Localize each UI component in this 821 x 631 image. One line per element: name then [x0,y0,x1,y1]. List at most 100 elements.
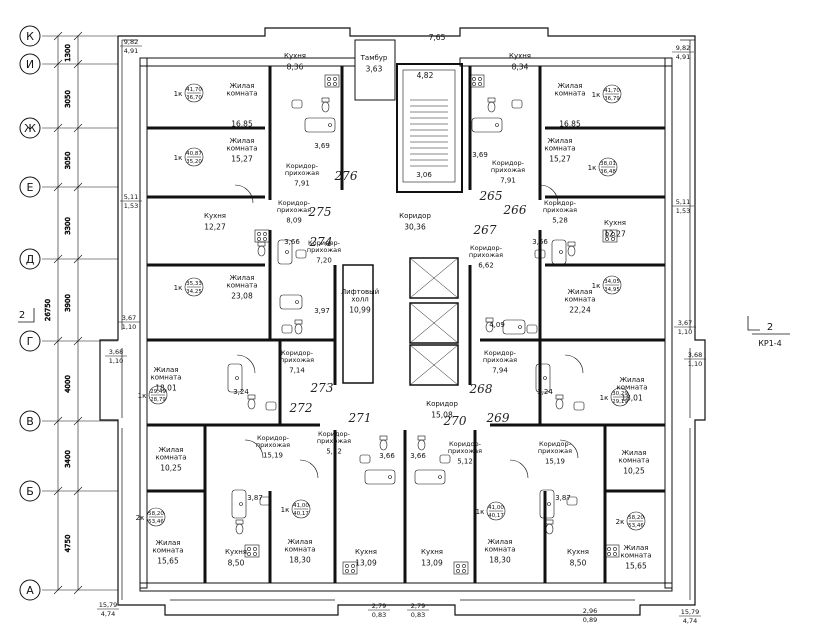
toilet-tank-10 [417,435,426,441]
living_r4-type: 1к [592,282,601,290]
living_l5-area: 18,01 [155,384,177,393]
corridor_main-name: Коридор [399,212,431,220]
living_l4-apt-circle [184,277,204,297]
sink-1 [291,99,303,109]
balcony-bottom_left-area: 15,79 [99,601,118,609]
stove-4 [602,229,618,243]
living_l7-apt-circle [146,507,166,527]
balcony-left_e-reduced: 1,53 [124,202,138,210]
corr_l2-area: 7,91 [294,180,310,188]
lift-cross [409,257,459,299]
corr_l3-name: Коридор-прихожая [277,199,311,214]
balcony-top_right-area: 9,82 [676,44,690,52]
living_tr-total: 41,70 [604,88,620,94]
kitchen_l3-area: 12,27 [204,222,226,231]
door-swing-3 [236,354,256,374]
balcony-right_g-reduced: 1,10 [678,328,692,336]
drain-6 [518,325,522,329]
bathtub-11 [231,489,247,519]
balcony-bottom_center_left-reduced: 0,83 [372,611,386,619]
balcony-bottom_right-reduced: 4,74 [683,617,697,625]
corr_r4-name: Коридор-прихожая [469,244,503,259]
door-swing-6 [559,439,579,459]
door-swing-8 [509,459,529,479]
toilet-tank-11 [235,519,244,525]
living_cl-area: 18,30 [289,556,311,565]
balcony-bottom_right-area: 15,79 [681,608,700,616]
bathtub-10 [414,469,446,485]
handwritten-number-6: 267 [473,223,497,237]
bathtub-8 [535,363,551,393]
axis-label-3: Ж [24,122,36,135]
living_l2-total: 40,87 [186,151,202,157]
axis-bubble-6 [19,330,41,352]
living_r5-living: 29,19 [612,399,628,405]
drain-12 [547,502,551,506]
exterior-wall-top-left [139,57,356,67]
living_r7-area: 15,65 [625,562,647,571]
toilet-tank-2 [487,97,496,103]
living_r4-apt-circle [602,275,622,295]
toilet-bowl-11 [235,523,244,535]
sink-5 [281,324,293,334]
burner [263,232,267,236]
burner [472,82,476,86]
kitchen_cl-area: 13,09 [355,558,377,567]
sink-12 [566,496,578,506]
axis-bubble-5 [19,248,41,270]
burner [247,552,251,556]
living_cr-apt-circle [486,501,506,521]
corr_r4-area: 6,62 [478,262,494,270]
living_l4-type: 1к [174,284,183,292]
axis-label-5: Д [26,253,35,266]
exterior-wall-bottom [139,582,673,592]
sink-6 [526,324,538,334]
handwritten-number-8: 268 [469,382,493,396]
balcony-right_v-reduced: 1,10 [688,360,702,368]
sink-7 [265,401,277,411]
drain-2 [495,123,499,127]
bathtub-12 [539,489,555,519]
stove-1 [324,74,340,88]
balcony-right_g-area: 3,67 [678,319,692,327]
corr_r2-area: 7,91 [500,177,516,185]
axis-label-9: А [26,584,34,597]
handwritten-number-2: 275 [308,205,332,219]
axis-bubble-2 [19,53,41,75]
top_center-area: 7,65 [429,33,446,42]
axis-bubble-3 [19,117,41,139]
corr_cl-name: Коридор-прихожая [317,430,351,445]
sanitary-fixtures [227,74,620,575]
dimension-tick [73,254,83,264]
toilet-tank-4 [567,241,576,247]
corr_r5-area: 7,94 [492,367,508,375]
lift-cross [409,344,459,386]
lift-2 [409,302,459,344]
living_r2-area: 15,27 [549,155,571,164]
burner [327,77,331,81]
kitchen_cr-name: Кухня [421,548,443,556]
dimension-tick [53,585,63,595]
toilet-tank-5 [294,319,303,325]
balcony-right_v-area: 3,68 [688,351,702,359]
corr_r6-area: 15,19 [545,458,565,466]
burner [345,569,349,573]
dimension-tick [53,182,63,192]
kitchen_l7-name: Кухня [225,548,247,556]
living_r4-area: 22,24 [569,306,591,315]
corr_cr-area: 5,12 [457,458,473,466]
burner [456,564,460,568]
burner [351,564,355,568]
sink-11 [259,496,271,506]
bath_r4-area: 4,09 [489,321,505,329]
living_tl-total: 41,70 [186,87,202,93]
stair-core [396,63,463,193]
toilet-tank-9 [379,435,388,441]
dimension-tick [73,31,83,41]
